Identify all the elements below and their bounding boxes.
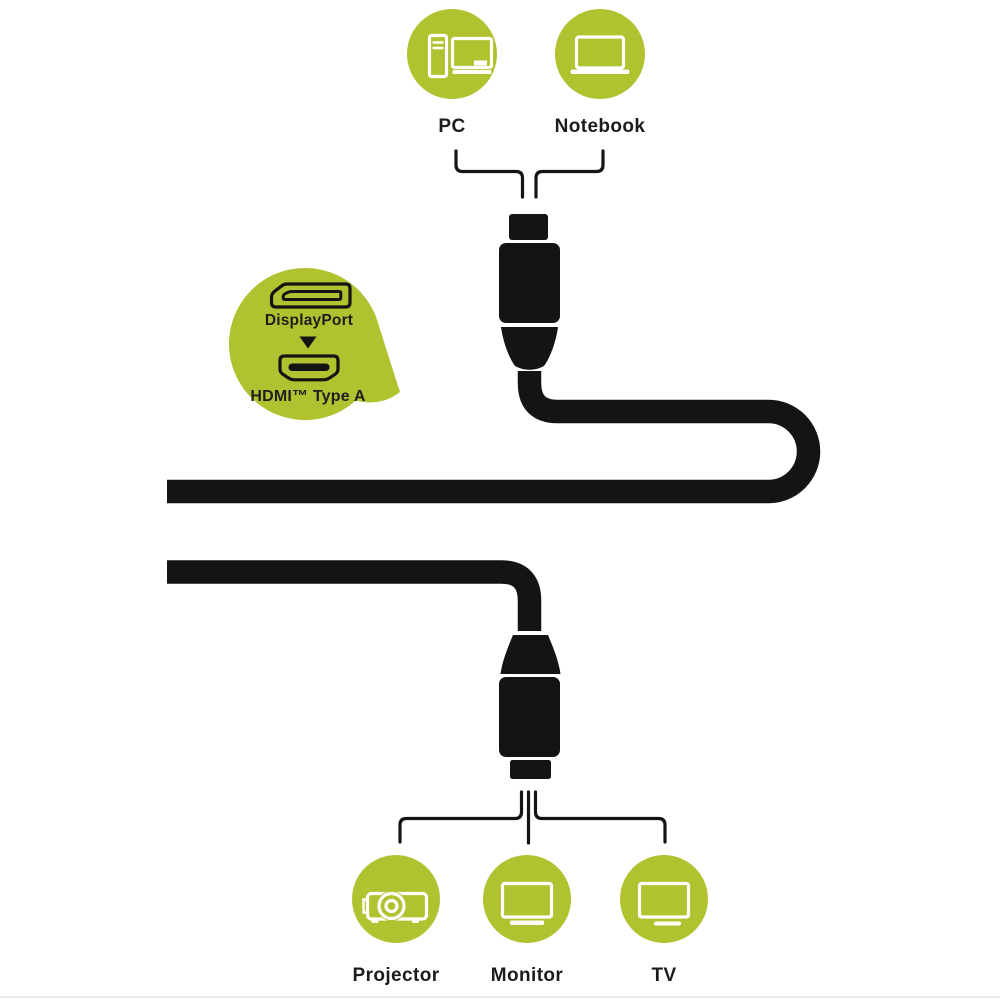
output-label-monitor: Monitor (490, 965, 564, 986)
bottom-edge-line (0, 996, 1000, 998)
adapter-bubble (228, 267, 400, 420)
monitor-circle (483, 855, 571, 943)
pc-icon (427, 33, 494, 79)
source-label-pc: PC (438, 116, 466, 137)
output-monitor-badge (483, 855, 571, 943)
source-notebook-badge (555, 9, 645, 99)
notebook-icon (570, 35, 630, 74)
cable (167, 371, 821, 631)
tv-circle (620, 855, 708, 943)
output-label-projector: Projector (352, 965, 440, 986)
tv-icon (637, 881, 691, 926)
displayport-connector-icon (269, 282, 352, 309)
source-pc-badge (407, 9, 497, 99)
bubble-label-hdmi-type-a: HDMI™ Type A (250, 388, 366, 405)
cable-plug-bottom (499, 635, 561, 779)
bubble-label-displayport: DisplayPort (264, 312, 354, 329)
cable-plug-top (499, 214, 560, 370)
output-label-tv: TV (651, 965, 677, 986)
hdmi-connector-icon (278, 354, 340, 382)
cable-lower-run (167, 560, 542, 631)
projector-icon (362, 891, 429, 923)
notebook-circle (555, 9, 645, 99)
cable-upper-run (167, 371, 821, 504)
top-bracket (454, 149, 605, 199)
source-label-notebook: Notebook (554, 116, 646, 137)
monitor-icon (500, 881, 554, 925)
output-tv-badge (620, 855, 708, 943)
bottom-bracket (398, 790, 667, 845)
output-projector-badge (352, 855, 440, 943)
arrow-down-icon (299, 336, 317, 349)
